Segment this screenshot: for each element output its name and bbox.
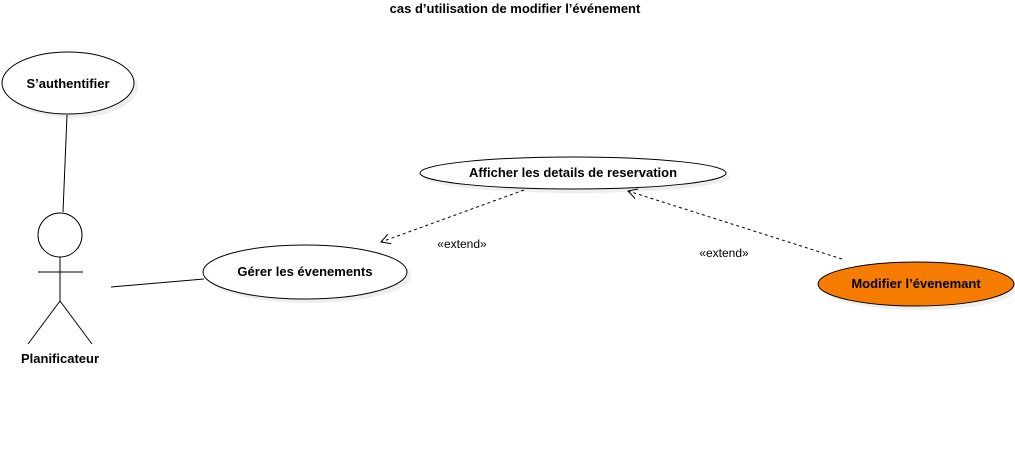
use-case-ellipse: [419, 156, 727, 190]
extend-arrow-modifier-afficher: [627, 188, 843, 260]
actor-planificateur[interactable]: Planificateur: [21, 212, 99, 366]
association-line-authentifier: [62, 114, 68, 213]
use-case-ellipse: [202, 244, 408, 300]
diagram-title: cas d’utilisation de modifier l’événemen…: [390, 1, 641, 16]
use-case-ellipse: [1, 51, 135, 115]
use-case-afficher[interactable]: Afficher les details de reservation: [419, 156, 730, 193]
actor-left-leg: [27, 300, 61, 345]
use-case-gerer[interactable]: Gérer les évenements: [202, 244, 411, 303]
actor-right-leg: [59, 300, 93, 345]
use-case-label-authentifier: S’authentifier: [26, 76, 109, 91]
extend-label-2: «extend»: [699, 246, 749, 260]
use-case-label-afficher: Afficher les details de reservation: [469, 165, 677, 180]
use-case-ellipse-highlighted: [817, 261, 1015, 307]
extend-arrow-afficher-gerer: [380, 189, 525, 245]
use-case-authentifier[interactable]: S’authentifier: [1, 51, 138, 118]
use-case-modifier[interactable]: Modifier l’évenemant: [817, 261, 1015, 310]
actor-label: Planificateur: [21, 351, 99, 366]
extend-label-1: «extend»: [437, 237, 487, 251]
actor-head: [37, 212, 83, 258]
use-case-label-modifier: Modifier l’évenemant: [851, 276, 981, 291]
association-line-gerer: [110, 278, 205, 288]
use-case-label-gerer: Gérer les évenements: [237, 264, 372, 279]
